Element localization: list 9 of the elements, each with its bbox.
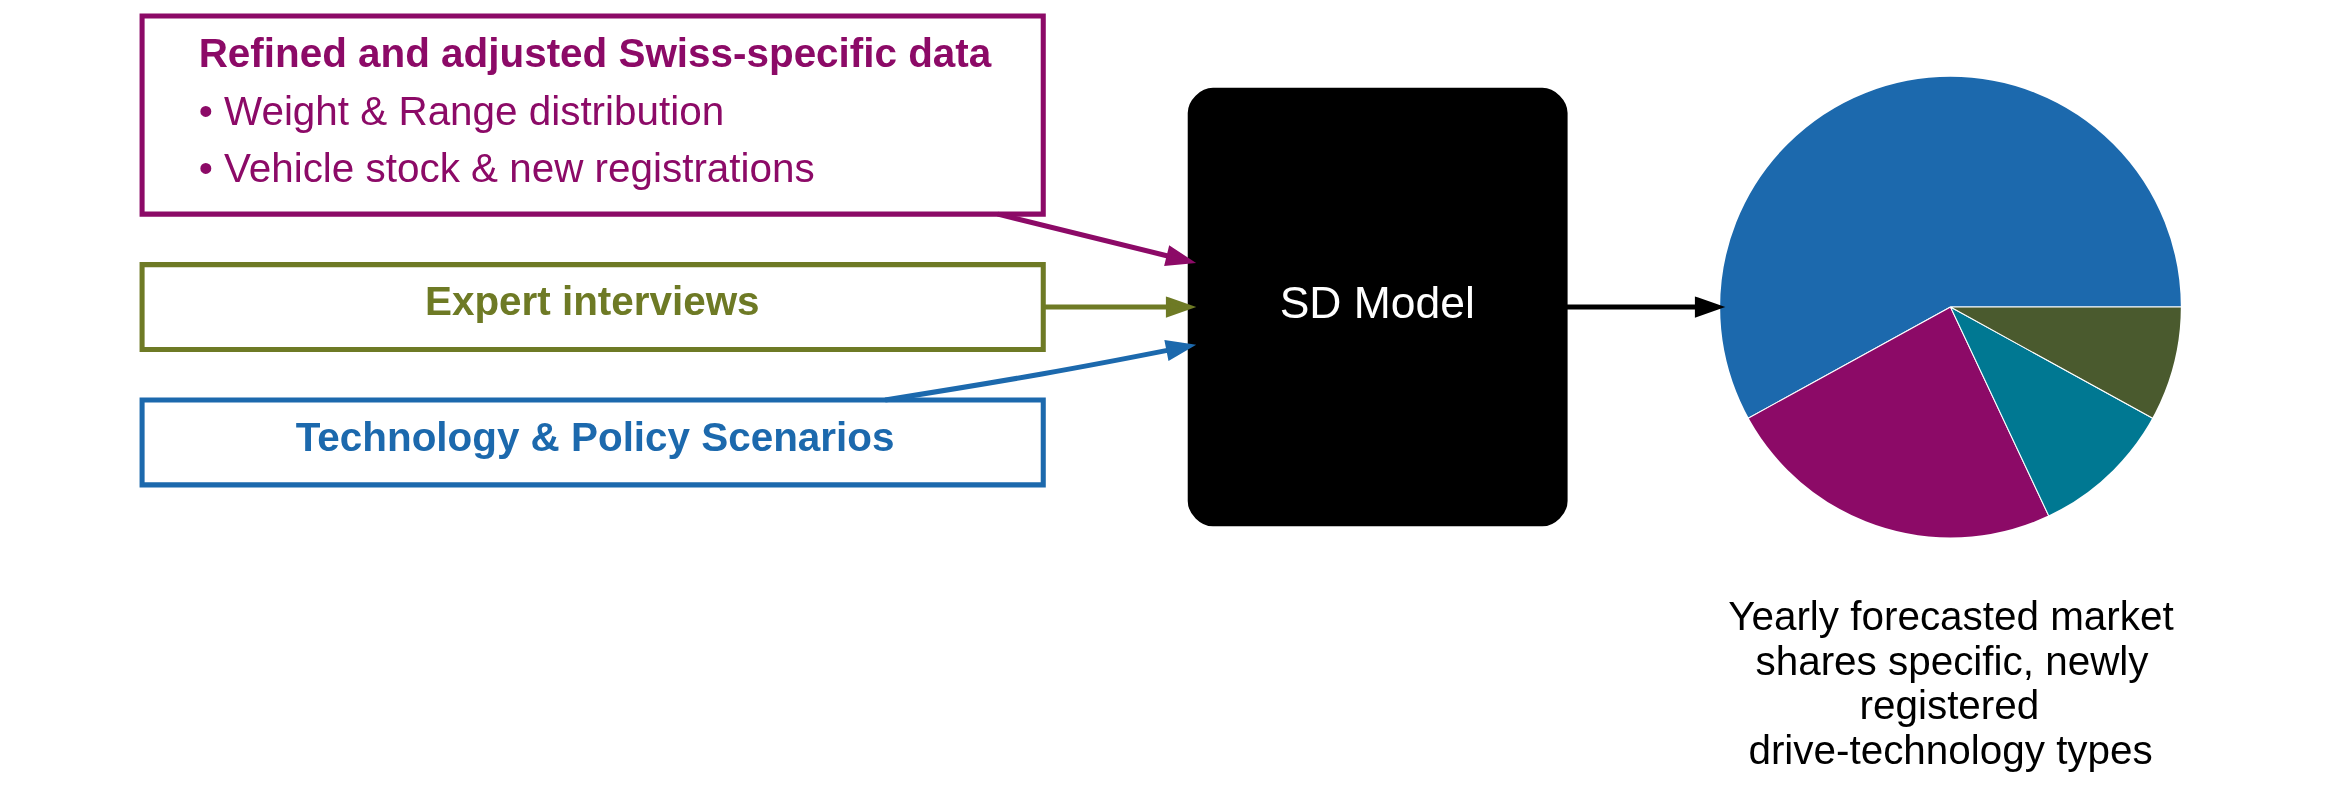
arrow <box>884 340 1197 403</box>
node-box: Refined and adjusted Swiss-specific data • Weight & Range distribution • Vehicle stock & new registrations <box>139 13 1046 217</box>
node-box: Technology & Policy Scenarios <box>139 397 1046 488</box>
arrow <box>997 211 1197 267</box>
arrow <box>1566 296 1726 318</box>
node-box: Expert interviews <box>139 262 1046 352</box>
node-label: Yearly forecasted market shares specific, newly registered drive-technology types <box>1728 593 2174 773</box>
node-box: SD Model <box>1187 87 1568 527</box>
arrow <box>1043 296 1197 318</box>
